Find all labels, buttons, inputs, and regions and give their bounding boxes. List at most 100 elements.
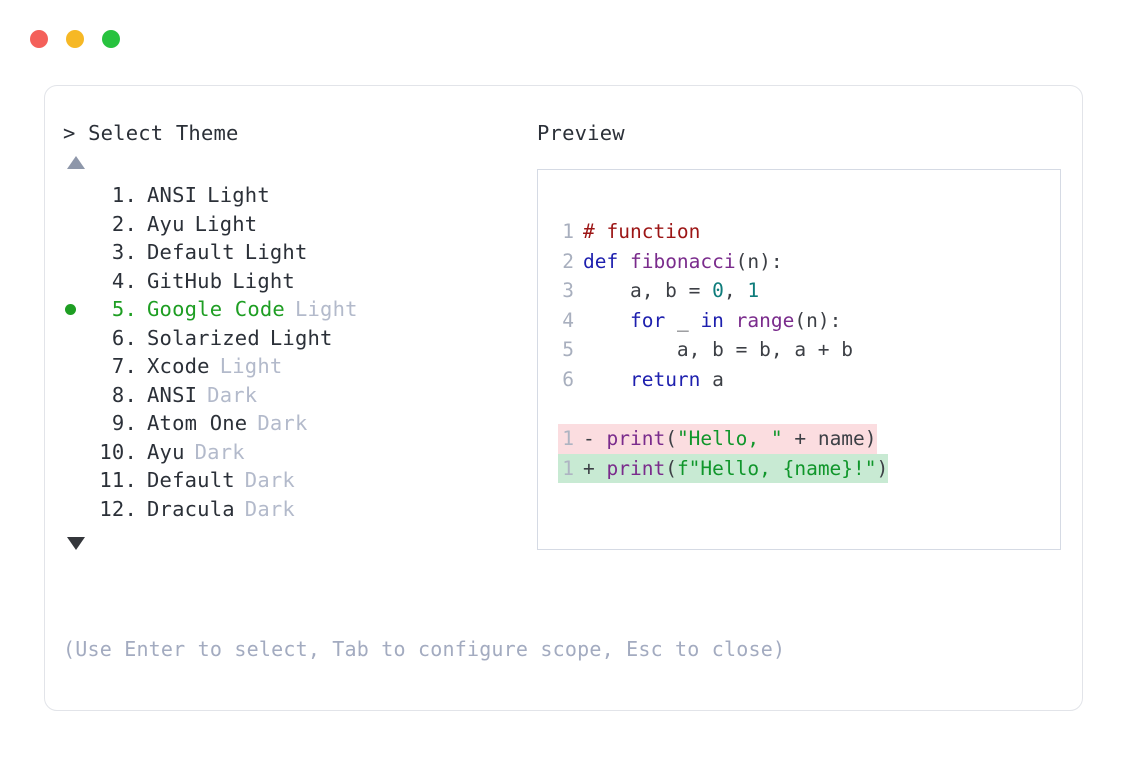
keyboard-hint: (Use Enter to select, Tab to configure s… — [63, 637, 786, 661]
code-token: (n): — [735, 249, 783, 273]
diff-marker: - — [583, 427, 607, 451]
line-number: 6 — [562, 367, 574, 391]
code-token: a, b = — [583, 279, 713, 303]
close-button[interactable] — [30, 30, 48, 48]
diff-line-text: print("Hello, " + name) — [606, 424, 876, 454]
code-token: (n): — [794, 308, 842, 332]
diff-block: 1- print("Hello, " + name)1+ print(f"Hel… — [558, 424, 1056, 484]
line-number: 2 — [562, 249, 574, 273]
preview-label: Preview — [537, 121, 625, 145]
theme-item-name: Atom One — [147, 411, 248, 435]
theme-item-variant: Dark — [244, 496, 295, 521]
code-token: range — [735, 308, 795, 332]
theme-item-number: 8. — [111, 382, 137, 407]
code-line-text: a, b = 0, 1 — [583, 276, 759, 306]
theme-item-variant: Light — [232, 268, 295, 293]
code-token: 0 — [712, 279, 724, 303]
theme-item-name: ANSI — [147, 382, 198, 407]
triangle-up-icon[interactable] — [67, 156, 85, 169]
theme-item-number: 4. — [111, 268, 137, 293]
prompt-label: > Select Theme — [63, 121, 239, 145]
theme-item-number: 6. — [111, 325, 137, 350]
code-line: 6 return a — [558, 365, 1056, 395]
code-token: def — [583, 249, 630, 273]
theme-list-item[interactable]: 2. Ayu Light — [63, 210, 533, 239]
theme-item-variant: Dark — [244, 468, 295, 492]
line-number: 1 — [562, 456, 574, 480]
code-token: _ — [665, 308, 701, 332]
code-token — [583, 368, 630, 391]
theme-item-variant: Light — [207, 183, 270, 207]
theme-item-name: Default — [147, 468, 235, 492]
theme-item-name: Xcode — [147, 354, 210, 378]
code-line-text: for _ in range(n): — [583, 306, 841, 336]
theme-item-number: 11. — [99, 468, 137, 492]
selected-bullet-icon — [65, 304, 76, 315]
code-token: # function — [583, 220, 701, 243]
theme-item-variant: Light — [269, 325, 333, 350]
code-line: 1 # function — [558, 217, 1056, 247]
theme-list-item[interactable]: 12. Dracula Dark — [63, 495, 533, 524]
line-number: 5 — [562, 338, 574, 362]
theme-item-number: 7. — [111, 354, 137, 378]
theme-item-variant: Dark — [257, 411, 308, 435]
code-line-text: def fibonacci(n): — [583, 247, 783, 277]
code-token: a — [700, 367, 724, 391]
code-line-text: # function — [583, 217, 700, 247]
theme-list-item[interactable]: 10. Ayu Dark — [63, 438, 533, 467]
code-token: "Hello, " — [676, 427, 783, 451]
diff-line-text: print(f"Hello, {name}!") — [606, 454, 888, 484]
theme-list-item[interactable]: 5. Google Code Light — [63, 295, 533, 324]
minimize-button[interactable] — [66, 30, 84, 48]
theme-item-variant: Light — [294, 297, 358, 321]
line-number: 3 — [562, 279, 574, 303]
code-token: in — [700, 308, 724, 332]
theme-item-number: 3. — [111, 240, 137, 264]
code-token: print — [606, 427, 666, 451]
theme-list-item[interactable]: 9. Atom One Dark — [63, 409, 533, 438]
theme-item-number: 5. — [111, 297, 137, 321]
line-number: 1 — [562, 220, 574, 243]
theme-item-number: 12. — [99, 496, 137, 521]
theme-item-variant: Light — [194, 211, 258, 236]
theme-list-item[interactable]: 6. Solarized Light — [63, 324, 533, 353]
diff-line-del: 1- print("Hello, " + name) — [558, 424, 877, 454]
code-token: for — [629, 308, 666, 332]
theme-item-name: Ayu — [147, 211, 185, 236]
theme-list-item[interactable]: 11. Default Dark — [63, 466, 533, 495]
code-line-text: a, b = b, a + b — [583, 335, 853, 365]
code-token — [583, 309, 630, 332]
theme-item-variant: Dark — [194, 439, 245, 464]
theme-item-name: Google Code — [147, 297, 285, 321]
maximize-button[interactable] — [102, 30, 120, 48]
theme-item-number: 2. — [111, 211, 137, 236]
code-token: ( — [665, 456, 677, 480]
line-number: 1 — [562, 427, 574, 451]
code-blank-line — [558, 395, 1056, 425]
selection-indicator-cell — [63, 304, 91, 316]
theme-item-name: Ayu — [147, 439, 185, 464]
theme-item-name: Dracula — [147, 496, 235, 521]
theme-item-number: 10. — [99, 439, 137, 464]
code-token: print — [606, 456, 666, 480]
theme-item-name: ANSI — [147, 183, 198, 207]
theme-item-number: 9. — [111, 411, 137, 435]
code-token: f"Hello, {name}!" — [676, 456, 877, 480]
window-titlebar — [30, 30, 120, 48]
code-token — [724, 309, 736, 332]
code-line: 4 for _ in range(n): — [558, 306, 1056, 336]
code-line: 3 a, b = 0, 1 — [558, 276, 1056, 306]
code-line: 5 a, b = b, a + b — [558, 335, 1056, 365]
theme-item-name: Solarized — [147, 325, 260, 350]
triangle-down-icon[interactable] — [67, 537, 85, 550]
